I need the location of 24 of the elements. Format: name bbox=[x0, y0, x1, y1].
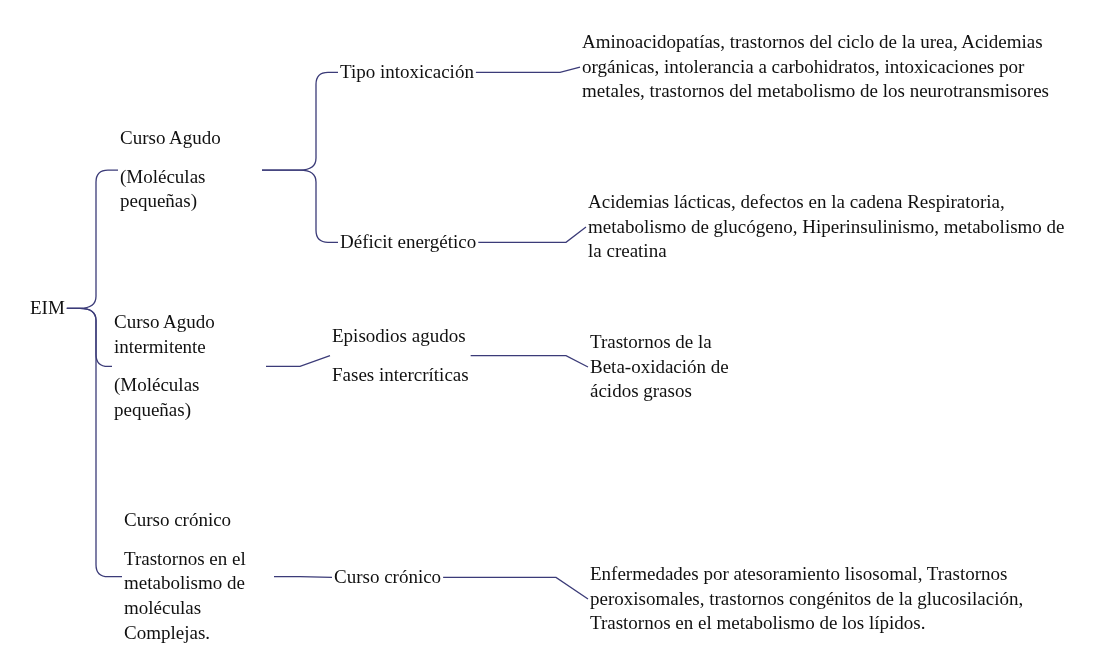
node-text: (Moléculas pequeñas) bbox=[120, 164, 207, 214]
node-text: EIM bbox=[30, 296, 65, 321]
brace-connector bbox=[477, 226, 587, 243]
brace-connector bbox=[261, 169, 339, 243]
brace-connector bbox=[475, 66, 581, 73]
node-text: Tipo intoxicación bbox=[340, 60, 474, 85]
brace-connector bbox=[470, 355, 589, 368]
node-text: Enfermedades por atesoramiento lisosomal, Trastornos peroxisomales, trastornos congénitos de la glucosilación, Trastornos en el metabolismo de los lípidos. bbox=[590, 562, 1070, 637]
node-text: (Moléculas pequeñas) bbox=[114, 373, 201, 423]
node-heading: Episodios agudos bbox=[332, 324, 467, 348]
node-text: Curso crónico bbox=[334, 565, 442, 590]
node-text: Trastornos en el metabolismo de moléculas Complejas. bbox=[124, 546, 247, 645]
node-heading: Curso Agudo bbox=[120, 126, 222, 150]
brace-connector bbox=[442, 576, 589, 600]
brace-connector bbox=[273, 576, 333, 578]
brace-connector bbox=[66, 307, 123, 578]
node-heading: Curso crónico bbox=[124, 508, 233, 532]
node-text: Aminoacidopatías, trastornos del ciclo de la urea, Acidemias orgánicas, intolerancia a carbohidratos, intoxicaciones por metales, trastornos del metabolismo de los neurotransmisores bbox=[582, 30, 1082, 105]
node-text: Acidemias lácticas, defectos en la cadena Respiratoria, metabolismo de glucógeno, Hiperinsulinismo, metabolismo de la creatina bbox=[588, 190, 1078, 265]
node-text: Fases intercríticas bbox=[332, 362, 469, 387]
node-text: Trastornos de la Beta-oxidación de ácidos grasos bbox=[590, 330, 750, 405]
brace-connector bbox=[265, 355, 331, 368]
node-text: Déficit energético bbox=[340, 230, 477, 255]
node-heading: Curso Agudo intermitente bbox=[114, 310, 216, 359]
